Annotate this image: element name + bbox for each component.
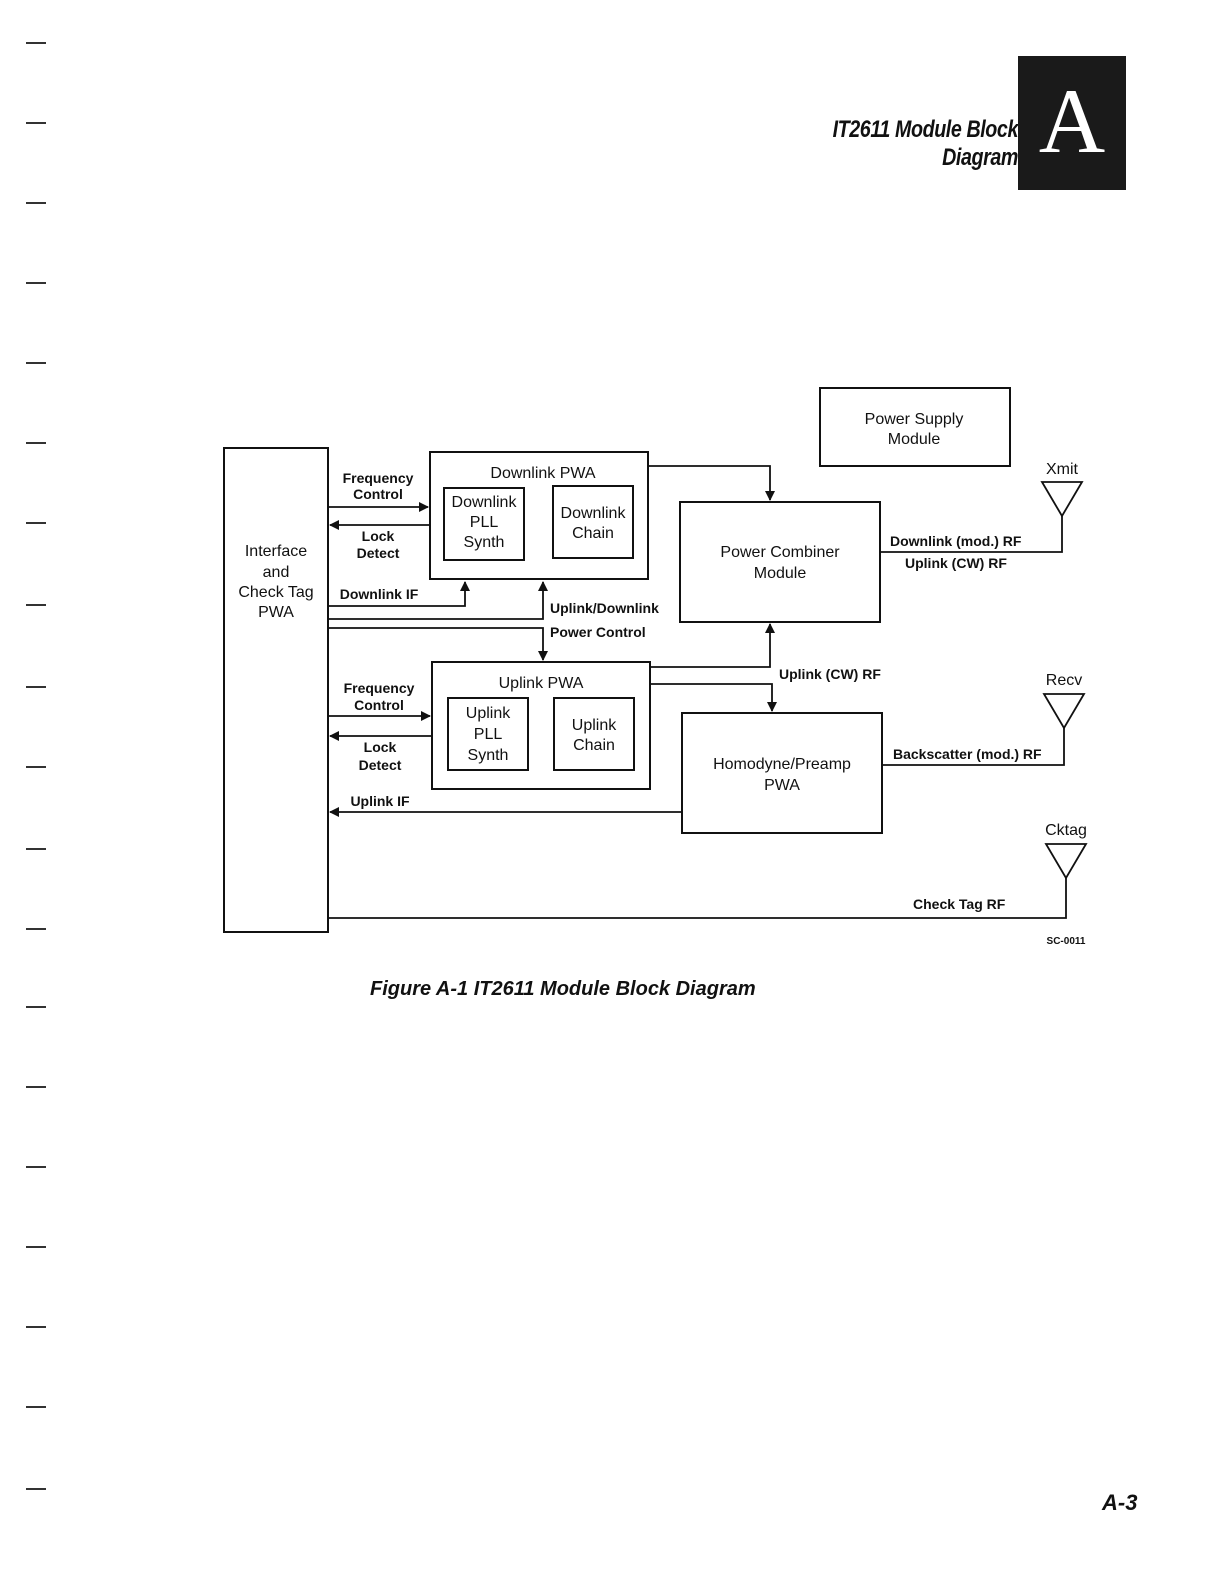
dl-lock-detect-label: Lock	[362, 528, 395, 544]
downlink-pll-block	[443, 487, 525, 561]
margin-mark	[26, 928, 46, 930]
margin-mark	[26, 122, 46, 124]
figure-caption: Figure A-1 IT2611 Module Block Diagram	[370, 978, 756, 1000]
page-header-title: IT2611 Module Block Diagram	[832, 116, 1019, 171]
downlink-if-line	[328, 581, 470, 607]
uplink-chain-block	[553, 697, 635, 771]
power-supply-label: Module	[888, 431, 941, 448]
downlink-chain-label: Chain	[572, 525, 614, 542]
uplink-if-label: Uplink IF	[350, 793, 410, 809]
check-tag-rf-label: Check Tag RF	[913, 896, 1006, 912]
margin-mark	[26, 202, 46, 204]
margin-mark	[26, 442, 46, 444]
uplink-pll-label: Synth	[468, 747, 509, 764]
margin-mark	[26, 1006, 46, 1008]
power-combiner-label: Module	[754, 565, 807, 582]
interface-label: and	[263, 564, 290, 581]
uplink-pwa-label: Uplink PWA	[499, 675, 584, 692]
chapter-tab: A	[1018, 56, 1126, 190]
chapter-letter: A	[1038, 70, 1106, 172]
check-tag-rf-line	[328, 878, 1067, 919]
downlink-pll-label: Synth	[464, 534, 505, 551]
xmit-antenna-icon	[1040, 481, 1084, 518]
uplink-to-homodyne	[650, 683, 777, 712]
homodyne-label: Homodyne/Preamp	[713, 756, 851, 773]
uplink-cw-rf-mid-label: Uplink (CW) RF	[779, 666, 881, 682]
recv-label: Recv	[1046, 672, 1082, 689]
power-combiner-block	[679, 501, 881, 623]
xmit-label: Xmit	[1046, 461, 1079, 478]
uplink-chain-label: Chain	[573, 737, 615, 754]
combiner-to-xmit	[880, 516, 1063, 553]
margin-mark	[26, 1406, 46, 1408]
downlink-mod-rf-label: Downlink (mod.) RF	[890, 533, 1022, 549]
power-control-label: Power Control	[550, 624, 646, 640]
margin-mark	[26, 848, 46, 850]
downlink-to-combiner	[648, 465, 775, 501]
figure-code: SC-0011	[1047, 936, 1086, 947]
ul-lock-detect-label: Detect	[359, 757, 402, 773]
margin-mark	[26, 282, 46, 284]
margin-mark	[26, 686, 46, 688]
uplink-pwa-block	[431, 661, 651, 790]
page-number: A-3	[1102, 1490, 1138, 1515]
margin-mark	[26, 604, 46, 606]
margin-mark	[26, 1166, 46, 1168]
ul-freq-control-label: Frequency	[344, 680, 415, 696]
margin-mark	[26, 42, 46, 44]
interface-label: PWA	[258, 604, 294, 621]
power-control-label: Uplink/Downlink	[550, 600, 659, 616]
uplink-pll-label: PLL	[474, 726, 503, 743]
downlink-pwa-label: Downlink PWA	[490, 465, 596, 482]
uplink-cw-rf-top-label: Uplink (CW) RF	[905, 555, 1007, 571]
downlink-pll-label: PLL	[470, 514, 499, 531]
uplink-pll-label: Uplink	[466, 705, 511, 722]
homodyne-to-recv	[882, 728, 1065, 766]
homodyne-label: PWA	[764, 777, 800, 794]
power-combiner-label: Power Combiner	[720, 544, 840, 561]
interface-label: Check Tag	[238, 584, 313, 601]
uplink-chain-label: Uplink	[572, 717, 617, 734]
downlink-pwa-block	[429, 451, 649, 580]
dl-freq-control-label: Frequency	[343, 470, 414, 486]
margin-mark	[26, 1326, 46, 1328]
uplink-to-combiner	[650, 623, 775, 668]
downlink-pll-label: Downlink	[452, 494, 518, 511]
recv-antenna-icon	[1042, 693, 1086, 730]
interface-label: Interface	[245, 543, 307, 560]
power-control-down	[328, 627, 548, 661]
downlink-chain-block	[552, 485, 634, 559]
downlink-chain-label: Downlink	[561, 505, 627, 522]
margin-mark	[26, 1246, 46, 1248]
downlink-if-label: Downlink IF	[340, 586, 419, 602]
ul-freq-control-label: Control	[354, 697, 404, 713]
uplink-pll-block	[447, 697, 529, 771]
margin-mark	[26, 522, 46, 524]
ul-lock-detect-label: Lock	[364, 739, 397, 755]
backscatter-rf-label: Backscatter (mod.) RF	[893, 746, 1042, 762]
margin-mark	[26, 1488, 46, 1490]
margin-mark	[26, 766, 46, 768]
dl-freq-control-label: Control	[353, 486, 403, 502]
margin-mark	[26, 1086, 46, 1088]
cktag-antenna-icon	[1044, 843, 1088, 880]
power-supply-block	[819, 387, 1011, 467]
margin-mark	[26, 362, 46, 364]
cktag-label: Cktag	[1045, 822, 1087, 839]
dl-lock-detect-label: Detect	[357, 545, 400, 561]
power-supply-label: Power Supply	[865, 411, 964, 428]
power-control-up	[328, 581, 548, 620]
interface-block	[223, 447, 329, 933]
homodyne-block	[681, 712, 883, 834]
